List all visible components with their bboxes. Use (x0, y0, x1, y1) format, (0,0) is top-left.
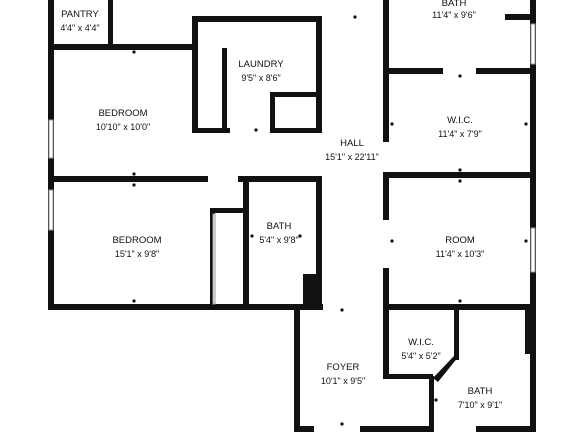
room-dims-bath-top: 11'4" x 9'6" (432, 10, 476, 20)
mark-hall-left (390, 122, 394, 126)
room-dims-hall: 15'1" x 22'11" (325, 152, 379, 162)
wall-right-block-mid (383, 176, 389, 220)
mark-room-right (524, 239, 528, 243)
mark-hall-top (353, 15, 357, 19)
room-name-bath-1: BATH (266, 221, 292, 232)
room-dims-wic-1: 11'4" x 7'9" (438, 129, 482, 139)
wall-laundry-right (316, 16, 322, 132)
room-name-hall: HALL (340, 138, 364, 149)
room-dims-wic-2: 5'4" x 5'2" (401, 351, 441, 361)
room-name-wic-1: W.I.C. (447, 115, 473, 126)
mark-bath2-bottom (480, 426, 484, 430)
wall-foyer-left (294, 310, 300, 432)
wall-right-block-low (383, 268, 389, 378)
wall-closet-top (210, 208, 248, 213)
room-dims-bath-1: 5'4" x 9'8" (259, 235, 299, 245)
room-name-bedroom-2: BEDROOM (112, 235, 162, 246)
wall-bath2-left (429, 376, 434, 432)
mark-bath1-left (250, 234, 254, 238)
mark-bath1-right (298, 234, 302, 238)
wall-bath-top-bottom-a (383, 68, 443, 74)
wall-wic2-right (454, 310, 459, 360)
wall-laundry-closet (222, 48, 227, 132)
mark-room-bottom (458, 299, 462, 303)
wall-bath1-left (243, 176, 249, 310)
wall-bath2-bottom (476, 426, 536, 432)
wall-laundry-bottom-a (192, 128, 230, 133)
room-name-bath-top: BATH (441, 0, 467, 9)
room-dims-pantry: 4'4" x 4'4" (60, 23, 100, 33)
room-name-room: ROOM (445, 235, 475, 246)
wall-wic2-bottom (383, 374, 433, 379)
mark-bedroom2-top (132, 183, 136, 187)
mark-bath2-left (434, 398, 438, 402)
room-dims-bedroom-2: 15'1" x 9'8" (114, 249, 160, 259)
wall-laundry-inner-left (270, 92, 275, 132)
room-name-bedroom-1: BEDROOM (98, 108, 148, 119)
wall-laundry-left (192, 16, 198, 132)
room-name-wic-2: W.I.C. (408, 337, 434, 348)
window-bedroom2 (48, 189, 54, 231)
wall-bath2-diagonal (433, 356, 459, 382)
mark-room-left (390, 239, 394, 243)
wall-pantry-right (108, 0, 113, 48)
wall-bath1-top (238, 176, 322, 182)
wall-bath-top-stub (505, 14, 536, 20)
mark-foyer-bottom (340, 422, 344, 426)
window-bath-top (530, 23, 536, 65)
wall-pantry-bottom (48, 44, 198, 50)
wall-room-bottom (383, 304, 536, 310)
mark-wic1-top (458, 74, 462, 78)
room-dims-laundry: 9'5" x 8'6" (241, 73, 281, 83)
room-name-pantry: PANTRY (61, 9, 99, 20)
wall-foyer-bottom-a (294, 426, 314, 432)
wall-right-outer (530, 0, 536, 432)
room-name-laundry: LAUNDRY (238, 59, 284, 70)
window-bedroom1 (48, 119, 54, 159)
mark-room-top (458, 179, 462, 183)
mark-bedroom1-top (132, 50, 136, 54)
wall-pillar (303, 274, 321, 310)
room-name-bath-2: BATH (467, 386, 493, 397)
wall-bath-top-bottom-b (476, 68, 536, 74)
room-dims-bedroom-1: 10'10" x 10'0" (95, 122, 151, 132)
room-dims-foyer: 10'1" x 9'5" (320, 376, 366, 386)
mark-bedroom1-bottom (132, 172, 136, 176)
dimension-marks (132, 15, 528, 430)
wall-bath1-right (316, 176, 322, 310)
wall-laundry-bottom-b (270, 128, 322, 133)
wall-bath2-pillar (525, 310, 536, 354)
mark-laundry-bottom (254, 128, 258, 132)
wall-laundry-top (192, 16, 320, 22)
window-room (530, 227, 536, 273)
window-closet (212, 213, 216, 305)
room-dims-bath-2: 7'10" x 9'1" (457, 400, 503, 410)
wall-bedroom-divider (48, 176, 208, 182)
wall-laundry-inner-top (270, 92, 320, 97)
mark-bedroom2-bottom (132, 299, 136, 303)
mark-foyer-top (340, 308, 344, 312)
mark-wic1-bottom (458, 168, 462, 172)
wall-foyer-bottom-b (360, 426, 432, 432)
wall-bottom-left (48, 304, 323, 310)
room-dims-room: 11'4" x 10'3" (435, 249, 485, 259)
wall-wic1-bottom (383, 172, 536, 178)
mark-wic1-right (524, 122, 528, 126)
room-name-foyer: FOYER (326, 362, 360, 373)
